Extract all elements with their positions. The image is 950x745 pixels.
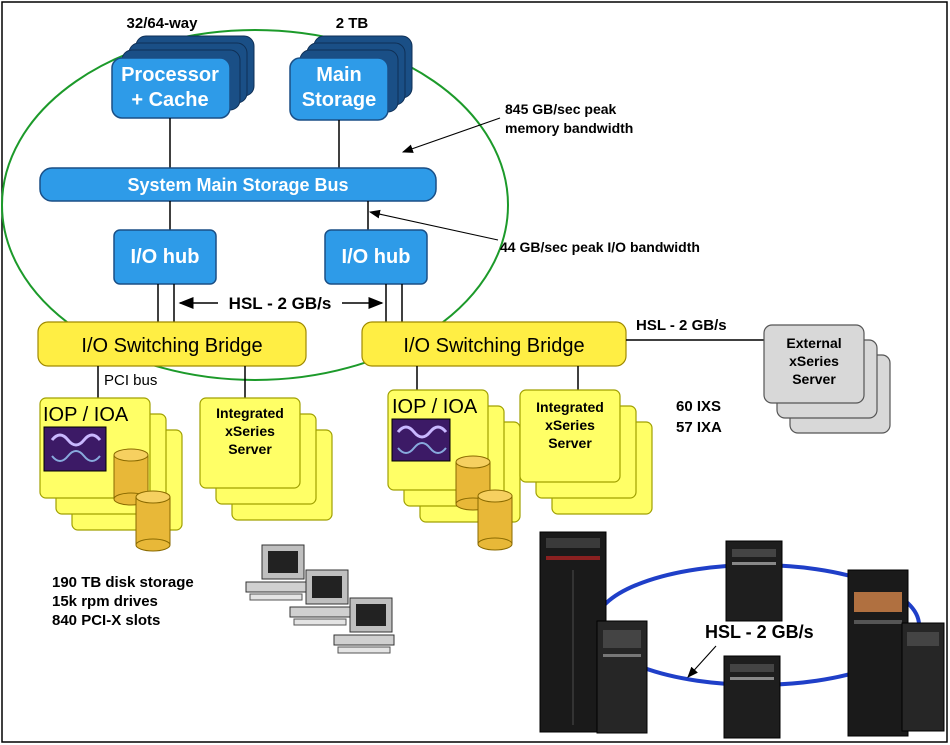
storage-label-line1: Main [316,64,362,86]
processor-stack: 32/64-way Processor + Cache [111,15,255,119]
left-iop-ioa-stack: IOP / IOA [39,397,183,552]
external-xseries-server-stack: External xSeries Server [763,324,891,434]
hsl-center-label: HSL - 2 GB/s [229,294,332,313]
left-adapter-card-image [43,426,107,472]
disk-stats-line3: 840 PCI-X slots [52,612,160,629]
right-iop-label: IOP / IOA [392,396,478,418]
left-disk-cylinder-1 [113,448,149,506]
storage-size-label: 2 TB [336,15,369,32]
storage-label-line2: Storage [302,89,376,111]
left-disk-cylinder-2 [135,490,171,552]
server-tower-large [539,531,607,733]
ixs-count: 60 IXS [676,398,721,415]
io-switching-bridge-left [37,321,307,367]
left-integrated-xseries-stack: Integrated xSeries Server [199,397,333,521]
external-label-line2: xSeries [789,353,839,369]
memory-bandwidth-line1: 845 GB/sec peak [505,101,617,117]
left-xseries-line2: xSeries [225,423,275,439]
io-hub-right [324,229,428,285]
right-disk-cylinder-1 [455,455,491,511]
right-iop-ioa-stack: IOP / IOA [387,389,521,551]
io-hub-left [113,229,217,285]
external-label-line3: Server [792,371,836,387]
io-switching-bridge-right [361,321,627,367]
memory-bandwidth-line2: memory bandwidth [505,120,633,136]
right-xseries-line3: Server [548,435,592,451]
left-xseries-line1: Integrated [216,405,284,421]
server-tower-right-large [847,569,909,737]
system-main-storage-bus [39,167,437,202]
server-tower-top [725,540,783,622]
hsl-right-label: HSL - 2 GB/s [636,317,727,334]
server-tower-right-small [901,622,945,732]
external-label-line1: External [786,335,841,351]
server-tower-bottom [723,655,781,739]
right-disk-cylinder-2 [477,489,513,551]
server-tower-small-left [596,620,648,734]
memory-bandwidth-arrow [401,117,501,153]
pci-bus-label: PCI bus [104,372,157,389]
ixa-count: 57 IXA [676,419,722,436]
io-bridge-left-label: I/O Switching Bridge [81,335,262,357]
hsl-ring-arrow [687,645,717,678]
disk-stats-line2: 15k rpm drives [52,593,158,610]
right-xseries-line1: Integrated [536,399,604,415]
right-adapter-card-image [391,418,451,462]
io-bridge-right-label: I/O Switching Bridge [403,335,584,357]
system-complex-outline [1,29,509,381]
disk-stats-line1: 190 TB disk storage [52,574,194,591]
hsl-ring-label: HSL - 2 GB/s [705,622,814,642]
io-bandwidth-label: 44 GB/sec peak I/O bandwidth [500,239,700,255]
right-xseries-line2: xSeries [545,417,595,433]
io-hub-left-label: I/O hub [131,246,200,268]
right-integrated-xseries-stack: Integrated xSeries Server [519,389,653,515]
bus-label: System Main Storage Bus [127,175,348,195]
left-xseries-line3: Server [228,441,272,457]
io-bandwidth-arrow [368,209,499,241]
left-iop-label: IOP / IOA [43,404,129,426]
processor-label-line2: + Cache [131,89,208,111]
processor-count-label: 32/64-way [127,15,199,32]
io-hub-right-label: I/O hub [342,246,411,268]
main-storage-stack: 2 TB Main Storage [289,15,413,121]
processor-label-line1: Processor [121,64,219,86]
workstation-terminals-image [245,544,395,654]
